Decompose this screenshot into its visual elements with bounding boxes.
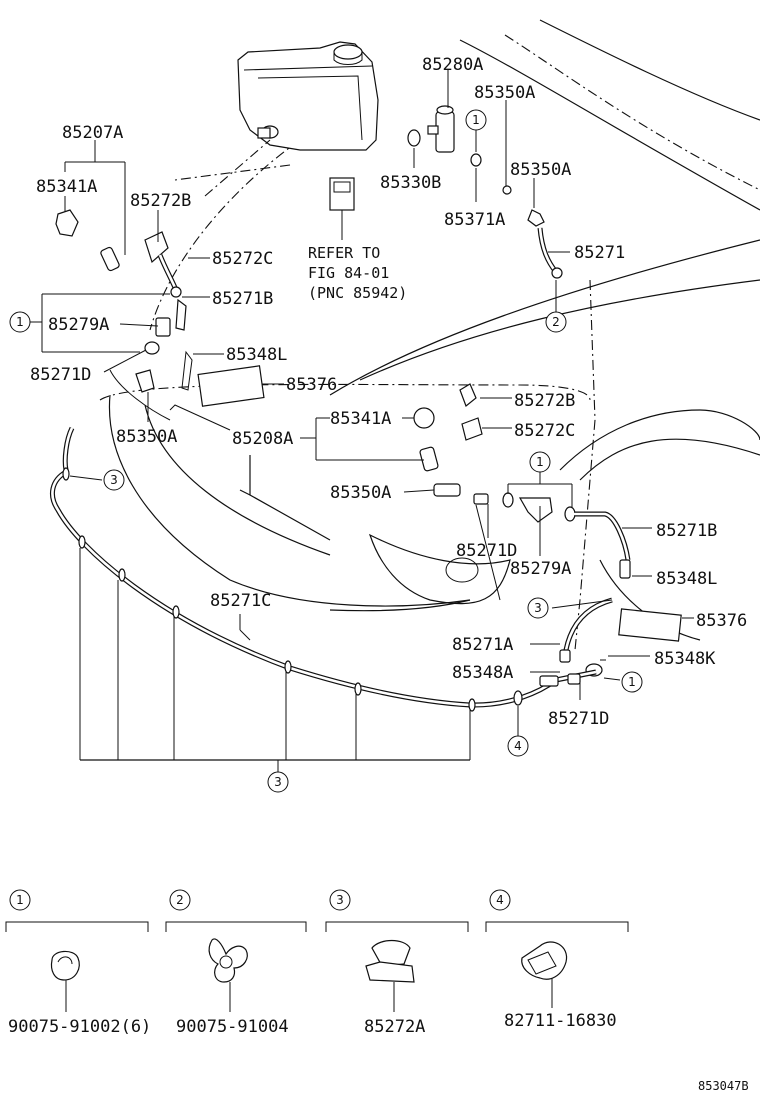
refer-part: [329, 177, 355, 240]
figure-code: 853047B: [698, 1079, 749, 1093]
label-85376-right: 85376: [696, 611, 747, 631]
refer-note-line2: FIG 84-01: [308, 264, 389, 282]
callout-3-bottom: 3: [274, 775, 282, 789]
pump-part: [427, 90, 455, 153]
label-85208A: 85208A: [232, 429, 293, 449]
callout-1-bottom: 1: [628, 675, 636, 689]
legend: 1 90075-91002(6) 2 90075-91004 3 85272A …: [5, 889, 629, 1037]
refer-note-line1: REFER TO: [308, 244, 380, 262]
label-85348L-left: 85348L: [226, 345, 287, 365]
callout-bubbles: 1 2 1 3 1 3 1 4 3: [9, 109, 643, 793]
label-85341A-right: 85341A: [330, 409, 391, 429]
label-85341A-left: 85341A: [36, 177, 97, 197]
callout-4: 4: [514, 739, 522, 753]
label-85272B-right: 85272B: [514, 391, 575, 411]
legend-2-part: 90075-91004: [176, 1017, 289, 1037]
label-85271D-left: 85271D: [30, 365, 91, 385]
label-85350A-left: 85350A: [116, 427, 177, 447]
label-85272C-left: 85272C: [212, 249, 273, 269]
legend-1-number: 1: [16, 893, 24, 907]
callout-1-top: 1: [472, 113, 480, 127]
grommets: [407, 129, 545, 227]
legend-3-part: 85272A: [364, 1017, 425, 1037]
label-85271D-center: 85271D: [456, 541, 517, 561]
right-assembly: [413, 383, 682, 677]
callout-1-left: 1: [16, 315, 24, 329]
label-85371A: 85371A: [444, 210, 505, 230]
left-assembly: [55, 209, 265, 471]
car-body-outline: [99, 19, 760, 651]
label-85271B-left: 85271B: [212, 289, 273, 309]
label-85350A-right: 85350A: [510, 160, 571, 180]
label-85279A-left: 85279A: [48, 315, 109, 335]
label-85271B-right: 85271B: [656, 521, 717, 541]
washer-tank: [237, 41, 379, 151]
label-85272B-left: 85272B: [130, 191, 191, 211]
leader-lines: [30, 70, 694, 772]
hose-85271C: [49, 467, 597, 712]
callout-3-right: 3: [534, 601, 542, 615]
label-85348A: 85348A: [452, 663, 513, 683]
label-85348K: 85348K: [654, 649, 716, 669]
label-85348L-right: 85348L: [656, 569, 717, 589]
refer-note-line3: (PNC 85942): [308, 284, 407, 302]
legend-1-part: 90075-91002(6): [8, 1017, 151, 1037]
label-85376-left: 85376: [286, 375, 337, 395]
refer-note: REFER TO FIG 84-01 (PNC 85942): [308, 244, 407, 302]
label-85271: 85271: [574, 243, 625, 263]
hose-85271: [537, 227, 563, 279]
legend-3-number: 3: [336, 893, 344, 907]
label-85271D-bottom: 85271D: [548, 709, 609, 729]
label-85350A-top: 85350A: [474, 83, 535, 103]
legend-4-part: 82711-16830: [504, 1011, 617, 1031]
callout-1-center: 1: [536, 455, 544, 469]
label-85280A: 85280A: [422, 55, 483, 75]
legend-2-number: 2: [176, 893, 184, 907]
label-85271C: 85271C: [210, 591, 271, 611]
label-85330B: 85330B: [380, 173, 441, 193]
label-85271A: 85271A: [452, 635, 513, 655]
label-85207A: 85207A: [62, 123, 123, 143]
part-labels: 85280A 85350A 85207A 85341A 85272B 85330…: [30, 55, 747, 729]
callout-3-left: 3: [110, 473, 118, 487]
label-85350A-center: 85350A: [330, 483, 391, 503]
callout-2-right: 2: [552, 315, 560, 329]
legend-4-number: 4: [496, 893, 504, 907]
label-85272C-right: 85272C: [514, 421, 575, 441]
label-85279A-right: 85279A: [510, 559, 571, 579]
